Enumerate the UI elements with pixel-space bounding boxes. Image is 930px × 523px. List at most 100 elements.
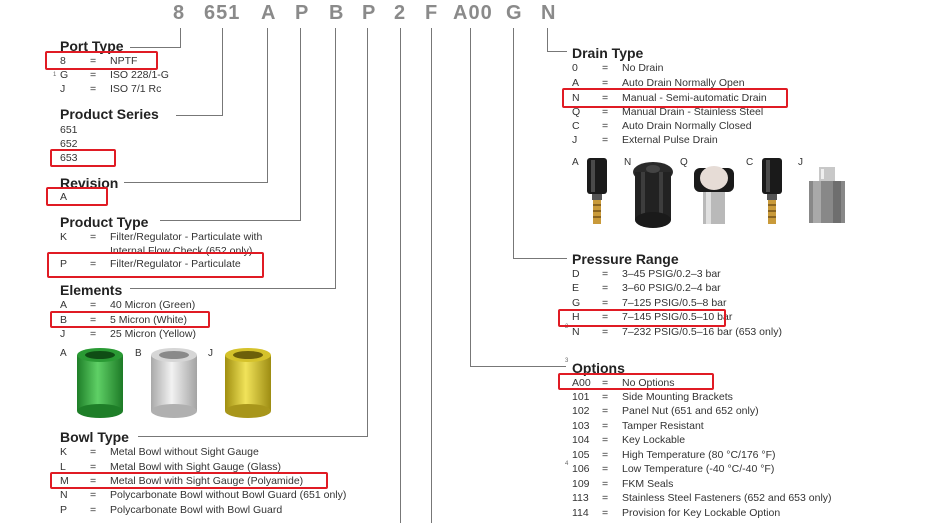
code-options: A00: [453, 2, 493, 24]
code-series: 651: [204, 2, 241, 24]
row-eq: =: [602, 311, 609, 323]
row-code: N: [60, 489, 68, 501]
code-drain: N: [541, 2, 557, 24]
row-code: N: [572, 92, 580, 104]
row-eq: =: [90, 55, 97, 67]
highlight-box: [50, 149, 116, 167]
revision-row: A: [60, 191, 68, 203]
code-letter-f: F: [425, 2, 439, 24]
footnote-marker: 1: [53, 72, 57, 78]
connector-port-v: [180, 28, 181, 48]
semi-auto-drain-image: [633, 162, 673, 228]
connector-bowl-h: [138, 436, 368, 437]
row-eq: =: [90, 231, 97, 243]
row-code: C: [572, 120, 580, 132]
code-digit-2: 2: [394, 2, 407, 24]
series-row: 651: [60, 124, 78, 136]
row-code: 105: [572, 449, 590, 461]
product-series-heading: Product Series: [60, 106, 159, 122]
row-eq: =: [90, 461, 97, 473]
connector-options-v: [470, 28, 471, 367]
row-eq: =: [90, 489, 97, 501]
highlight-box: [562, 88, 788, 108]
row-eq: =: [90, 328, 97, 340]
row-desc: High Temperature (80 °C/176 °F): [622, 449, 776, 461]
white-element-image: [151, 348, 197, 418]
row-desc: FKM Seals: [622, 478, 674, 490]
options-heading: Options: [572, 360, 625, 376]
row-code: M: [60, 475, 69, 487]
auto-drain-open-image: [587, 158, 607, 224]
drain-image-label: J: [798, 157, 803, 168]
connector-bowl-v: [367, 28, 368, 437]
row-code: 113: [572, 492, 589, 504]
row-code: G: [60, 69, 69, 81]
row-desc: Filter/Regulator - Particulate with: [110, 231, 263, 243]
row-desc: ISO 7/1 Rc: [110, 83, 162, 95]
product-type-heading: Product Type: [60, 214, 149, 230]
code-pressure: G: [506, 2, 523, 24]
row-desc: Low Temperature (-40 °C/-40 °F): [622, 463, 775, 475]
row-desc: Metal Bowl with Sight Gauge (Polyamide): [110, 475, 304, 487]
connector-drain-h: [547, 51, 567, 52]
row-code: 102: [572, 405, 590, 417]
row-desc: Metal Bowl with Sight Gauge (Glass): [110, 461, 281, 473]
row-desc: 7–232 PSIG/0.5–16 bar (653 only): [622, 326, 782, 338]
row-code: A00: [572, 377, 591, 389]
row-code: P: [60, 258, 68, 270]
row-code: 114: [572, 507, 589, 519]
highlight-box: [47, 252, 264, 278]
row-eq: =: [602, 120, 609, 132]
highlight-box: [46, 187, 108, 206]
code-port: 8: [173, 2, 186, 24]
row-code: E: [572, 282, 580, 294]
highlight-box: [50, 311, 210, 328]
row-eq: =: [602, 134, 609, 146]
row-eq: =: [90, 446, 97, 458]
connector-revision-v: [267, 28, 268, 183]
connector-revision-h: [124, 182, 268, 183]
footnote-marker: 2: [565, 324, 569, 330]
row-code: Q: [572, 106, 581, 118]
footnote-marker: 3: [565, 358, 569, 364]
highlight-box: [558, 309, 726, 327]
highlight-box: [50, 472, 328, 489]
drain-image-label: N: [624, 157, 632, 168]
drain-image-label: A: [572, 157, 579, 168]
row-desc: Key Lockable: [622, 434, 686, 446]
row-desc: Side Mounting Brackets: [622, 391, 733, 403]
row-eq: =: [602, 405, 609, 417]
row-code: 109: [572, 478, 590, 490]
row-eq: =: [602, 282, 609, 294]
row-eq: =: [90, 83, 97, 95]
row-eq: =: [602, 434, 609, 446]
row-code: N: [572, 326, 580, 338]
row-desc: Auto Drain Normally Closed: [622, 120, 752, 132]
row-desc: Polycarbonate Bowl with Bowl Guard: [110, 504, 283, 516]
elements-heading: Elements: [60, 282, 123, 298]
row-code: K: [60, 446, 68, 458]
row-code: G: [572, 297, 581, 309]
row-desc-continued: Internal Flow Check (652 only): [110, 245, 253, 257]
stainless-drain-image: [694, 166, 734, 224]
row-eq: =: [602, 463, 609, 475]
series-row: 652: [60, 138, 78, 150]
green-element-image: [77, 348, 123, 418]
row-eq: =: [602, 507, 609, 519]
row-desc: Metal Bowl without Sight Gauge: [110, 446, 259, 458]
row-eq: =: [90, 258, 97, 270]
element-image-label: B: [135, 348, 142, 359]
row-code: B: [60, 314, 68, 326]
row-code: 0: [572, 62, 578, 74]
row-desc: 7–145 PSIG/0.5–10 bar: [622, 311, 733, 323]
row-code: J: [60, 83, 66, 95]
connector-ptype-h: [160, 220, 301, 221]
row-desc: 7–125 PSIG/0.5–8 bar: [622, 297, 727, 309]
row-eq: =: [602, 106, 609, 118]
row-desc: 40 Micron (Green): [110, 299, 196, 311]
connector-port-h: [130, 47, 181, 48]
connector-element-h: [130, 288, 336, 289]
connector-element-v: [335, 28, 336, 289]
row-desc: Provision for Key Lockable Option: [622, 507, 781, 519]
drain-type-heading: Drain Type: [572, 45, 644, 61]
